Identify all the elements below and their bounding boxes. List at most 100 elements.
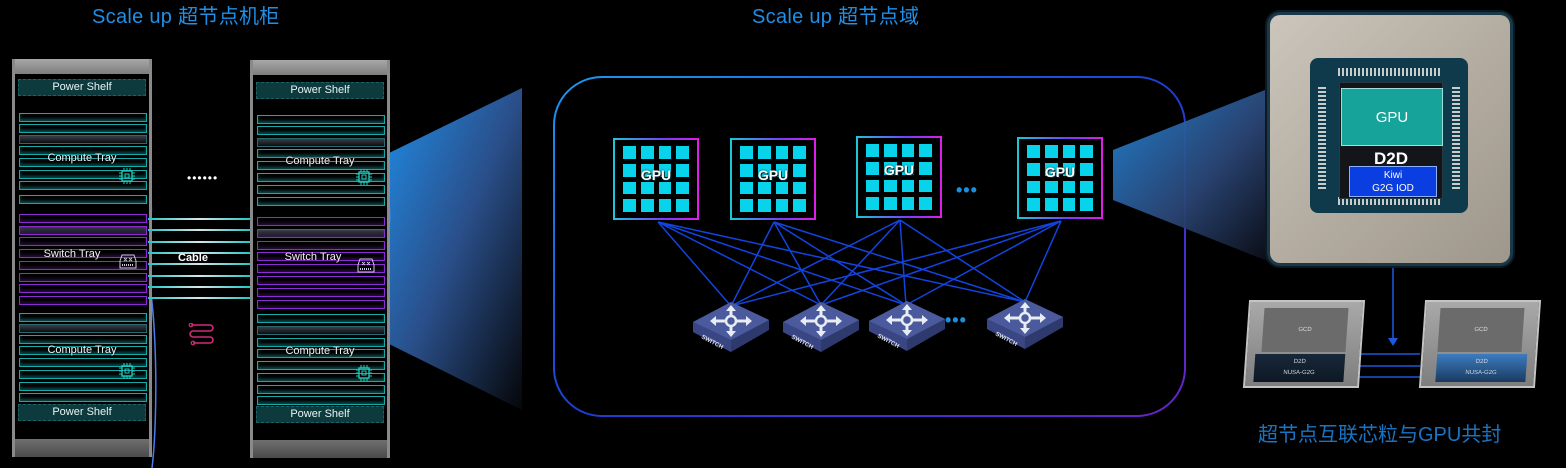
gpu-node-4: GPU <box>1017 137 1103 219</box>
gpu-core-cell <box>757 163 771 177</box>
gpu-core-cell <box>676 146 689 159</box>
compute-tray-slot <box>257 185 385 194</box>
chiplet-left: GCD D2D NUSA-G2G <box>1242 300 1366 388</box>
compute-tray-slot <box>19 335 147 344</box>
gpu-core-cell <box>1062 180 1076 194</box>
switch-tray-slot <box>257 264 385 273</box>
switch-tray-slot <box>19 296 147 305</box>
gpu-core-cell <box>775 146 789 159</box>
rack-top-cap <box>15 59 149 74</box>
nusa-label: NUSA-G2G <box>1283 370 1315 376</box>
gpu-core-grid <box>1027 145 1093 211</box>
compute-tray-slot <box>257 115 385 124</box>
gpu-core-cell <box>676 163 689 177</box>
compute-tray-slot <box>257 138 385 147</box>
switch-tray-slot <box>19 261 147 270</box>
cable-line <box>148 297 250 300</box>
chip-gpu-block: GPU <box>1341 88 1443 146</box>
gpu-label: GPU <box>757 167 789 183</box>
gpu-switch-link <box>820 219 901 306</box>
chip-substrate: GPU D2D Kiwi G2G IOD <box>1310 58 1468 213</box>
gpu-switch-link <box>657 221 822 306</box>
gpu-core-cell <box>883 161 897 175</box>
gpu-switch-link <box>657 221 1026 303</box>
compute-tray-slot <box>19 113 147 122</box>
compute-tray-slot <box>19 158 147 167</box>
rack-2: Power Shelf Compute Tray Switch Tray Com… <box>250 60 390 458</box>
power-shelf-top: Power Shelf <box>256 82 384 99</box>
gpu-core-cell <box>740 146 753 159</box>
gpu-label: GPU <box>1044 164 1076 180</box>
switch-tray-slot <box>19 214 147 223</box>
switch-tray-slot <box>257 241 385 250</box>
switch-tray-slot <box>257 276 385 285</box>
gpu-core-cell <box>883 197 897 210</box>
gpu-label: GPU <box>640 167 672 183</box>
switch-tray-slot <box>257 229 385 238</box>
power-shelf-bottom: Power Shelf <box>18 404 146 421</box>
cable-line <box>148 240 250 243</box>
gpu-switch-link <box>657 221 907 306</box>
gpu-core-cell <box>757 146 771 159</box>
kiwi-g2g-iod-block: Kiwi G2G IOD <box>1349 166 1437 197</box>
switch-tray-slot <box>19 226 147 235</box>
d2d-label: D2D <box>1293 359 1306 365</box>
switch-tray-slot <box>19 284 147 293</box>
chip-d2d-label: D2D <box>1373 149 1408 168</box>
domain-section-title: Scale up 超节点域 <box>752 6 920 28</box>
gpu-switch-link <box>899 219 907 306</box>
network-switch-icon: SWITCH <box>869 301 945 351</box>
compute-tray-slot <box>257 385 385 394</box>
compute-tray-slot <box>19 313 147 322</box>
gpu-core-cell <box>1080 198 1093 211</box>
gpu-core-cell <box>740 199 753 212</box>
switch-tray-slot <box>19 249 147 258</box>
scale-up-domain-frame <box>553 76 1186 417</box>
compute-tray-slot <box>19 393 147 402</box>
gpu-core-cell <box>919 197 932 210</box>
cable-line <box>148 263 250 266</box>
switch-tray-label: Switch Tray <box>43 248 101 260</box>
compute-tray-slot <box>19 124 147 133</box>
pin-array-top <box>1338 68 1442 76</box>
gpu-core-cell <box>866 161 879 175</box>
gpu-switch-link <box>730 219 901 307</box>
gpu-core-cell <box>901 161 915 175</box>
gpu-node-3: GPU <box>856 136 942 218</box>
cable-line <box>148 285 250 288</box>
compute-tray-top-label: Compute Tray <box>285 155 355 167</box>
gcd-label: GCD <box>1261 308 1349 352</box>
gpu-core-cell <box>1027 162 1040 176</box>
gpu-node-2: GPU <box>730 138 816 220</box>
cable-line <box>148 218 250 220</box>
compute-tray-slot <box>19 346 147 355</box>
switch-tray-slot <box>257 300 385 309</box>
gpu-switch-link <box>730 221 775 307</box>
d2d-nusa-block: D2D NUSA-G2G <box>1435 354 1528 382</box>
gpu-core-cell <box>883 179 897 193</box>
compute-tray-slot <box>257 373 385 382</box>
gcd-label: GCD <box>1437 308 1525 352</box>
gpu-core-cell <box>740 163 753 177</box>
gpu-switch-link <box>773 221 907 306</box>
gpu-switch-link <box>820 220 1062 306</box>
gpu-core-cell <box>775 181 789 195</box>
compute-tray-top-label: Compute Tray <box>47 152 117 164</box>
gpu-core-cell <box>866 197 879 210</box>
network-switch-icon: SWITCH <box>783 302 859 352</box>
gpu-core-cell <box>623 199 636 212</box>
gpu-core-cell <box>1062 198 1076 211</box>
compute-tray-slot <box>19 370 147 379</box>
gpu-core-cell <box>757 199 771 212</box>
gpu-core-cell <box>1044 145 1058 158</box>
arrow-down-icon <box>1388 338 1398 346</box>
gpu-core-cell <box>640 163 654 177</box>
more-gpus-ellipsis: ••• <box>956 180 978 200</box>
gpu-core-cell <box>623 146 636 159</box>
compute-tray-slot <box>19 324 147 333</box>
pin-array-left <box>1318 85 1326 189</box>
gpu-core-cell <box>640 146 654 159</box>
compute-tray-slot <box>19 181 147 190</box>
gpu-core-cell <box>623 163 636 177</box>
rack-top-cap <box>253 60 387 75</box>
